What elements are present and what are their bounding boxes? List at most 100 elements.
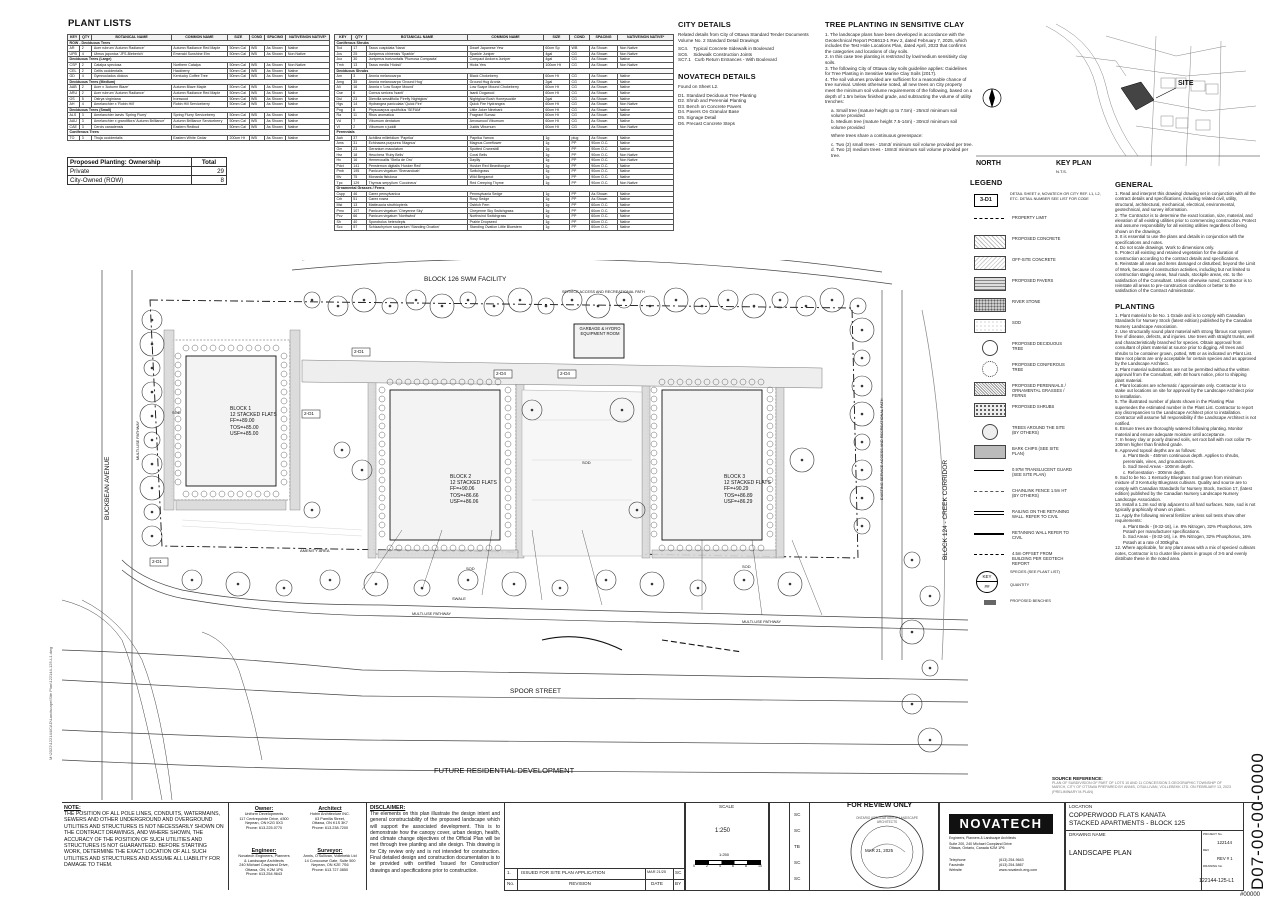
tree-trunk — [910, 702, 914, 706]
plant-list-cell: 60cm Ht — [542, 117, 571, 125]
tree-symbol — [628, 501, 646, 519]
label-service-path-v: EXISTING SERVICE ACCESS AND RECREATIONAL… — [880, 300, 888, 500]
block-tos: TOS=+86.89 — [724, 492, 753, 499]
plant-list-cell: AAB — [66, 84, 81, 91]
city-details: CITY DETAILS Related details from City o… — [678, 20, 820, 126]
shrub-symbol — [730, 544, 738, 552]
plant-list-cell: 50mm Cal — [226, 117, 250, 125]
plant-list-cell: WB — [248, 117, 265, 125]
ownership-row-value: 8 — [191, 175, 227, 185]
shrub-symbol — [378, 503, 386, 511]
shrub-symbol — [378, 512, 386, 520]
novatech-details-title: NOVATECH DETAILS — [678, 71, 756, 81]
novatech-detail-item: D6. Precast Concrete Steps — [678, 120, 735, 126]
tree-symbol — [561, 289, 583, 311]
plant-list-cell: Ironwood — [170, 95, 228, 103]
scale-tick: 4 — [719, 864, 721, 868]
review-box: FOR REVIEW ONLY SC SC TB SC SC ONTARIO A… — [768, 802, 940, 891]
label-multiuse-v: MULTI-USE PATHWAY — [136, 300, 144, 460]
clay-item: 4. The soil volumes provided are suffici… — [825, 76, 973, 105]
web-value: www.novatech-eng.com — [999, 868, 1038, 872]
shrub-symbol — [721, 544, 729, 552]
rev-date: MAR 21/25 — [647, 870, 666, 874]
plant-list-cell: Native — [285, 84, 330, 91]
label-service-path-vertical: EXISTING SERVICE ACCESS AND RECREATIONAL… — [880, 398, 884, 500]
plant-list-cell: OS — [66, 95, 81, 103]
plant-list-cell: 50mm Cal — [226, 89, 250, 97]
block-ff: FF=+90.06 — [450, 486, 475, 493]
tb-divider — [228, 802, 229, 890]
city-detail-item: SC4. Typical Concrete Sidewalk in Boulev… — [678, 46, 774, 52]
key-plan-label: KEY PLAN — [1056, 160, 1092, 167]
legend-label: PROPOSED DECIDUOUS TREE — [1012, 341, 1063, 351]
plant-list-cell: Native — [617, 224, 674, 231]
tree-symbol — [143, 503, 161, 521]
plant-list-cell: Thuja occidentalis — [91, 134, 172, 142]
shrub-symbol — [200, 344, 208, 352]
shrub-symbol — [458, 378, 466, 386]
tree-trunk — [150, 462, 154, 466]
tree-trunk — [726, 298, 730, 302]
tree-trunk — [150, 534, 154, 538]
plant-list-cell: 1g — [542, 224, 571, 231]
architect-text: Hobin Architecture INC. 63 Pamilla Stree… — [310, 812, 350, 830]
shrub-symbol — [485, 378, 493, 386]
legend-label: PROPERTY LIMIT — [1012, 215, 1047, 220]
tree-symbol — [639, 571, 665, 597]
shrub-symbol — [766, 467, 774, 475]
tree-trunk — [928, 666, 932, 670]
tree-symbol — [849, 485, 875, 511]
shrub-symbol — [650, 422, 658, 430]
legend-row: RIVER STONE — [974, 296, 1070, 316]
shrub-symbol — [650, 413, 658, 421]
plant-list-cell: Aronia melanocarpa — [366, 73, 469, 80]
shrub-symbol — [504, 440, 512, 448]
tree-symbol — [689, 579, 707, 597]
shrub-symbol — [174, 460, 182, 468]
shrub-symbol — [504, 395, 512, 403]
checked-by: SC — [794, 828, 801, 833]
tree-symbol — [225, 571, 251, 597]
shrub-symbol — [504, 467, 512, 475]
plant-list-cell: 50mm Cal — [226, 101, 250, 108]
scale-bar — [695, 860, 761, 865]
tree-trunk — [310, 298, 314, 302]
tree-trunk — [282, 586, 286, 590]
tree-trunk — [544, 304, 548, 308]
tree-trunk — [340, 448, 344, 452]
review-col — [789, 802, 790, 890]
plant-list-cell: GD — [66, 73, 81, 80]
plant-list-cell: Native — [617, 73, 674, 80]
planting-note: 3. Plant material substitutions are not … — [1115, 366, 1250, 383]
label-future: FUTURE RESIDENTIAL DEVELOPMENT — [434, 766, 575, 775]
planting-note: a. Plant Beds - (8-32-16), i.e. 8% Nitro… — [1123, 523, 1252, 534]
tree-trunk — [830, 298, 834, 302]
label-creek-corridor: BLOCK 124 - CREEK CORRIDOR — [942, 459, 949, 560]
city-details-title: CITY DETAILS — [678, 20, 731, 29]
shrub-symbol — [174, 406, 182, 414]
rev-rule — [505, 879, 685, 880]
tree-trunk — [362, 298, 366, 302]
shrub-symbol — [378, 386, 386, 394]
shrub-symbol — [386, 378, 394, 386]
general-note: 3. It is essential to use the plans and … — [1115, 234, 1245, 245]
tree-trunk — [150, 366, 154, 370]
legend-row: PROPOSED CONCRETE — [974, 233, 1070, 253]
legend-row: SOD — [974, 317, 1070, 337]
shrub-symbol — [650, 485, 658, 493]
tree-symbol — [849, 297, 867, 315]
shrub-symbol — [685, 378, 693, 386]
novatech-detail-item: D4. Pavers On Granular Base — [678, 109, 740, 115]
shrub-symbol — [245, 344, 253, 352]
tree-trunk — [860, 524, 864, 528]
plant-list-cell: WB — [248, 67, 265, 75]
shrub-symbol — [209, 490, 217, 498]
